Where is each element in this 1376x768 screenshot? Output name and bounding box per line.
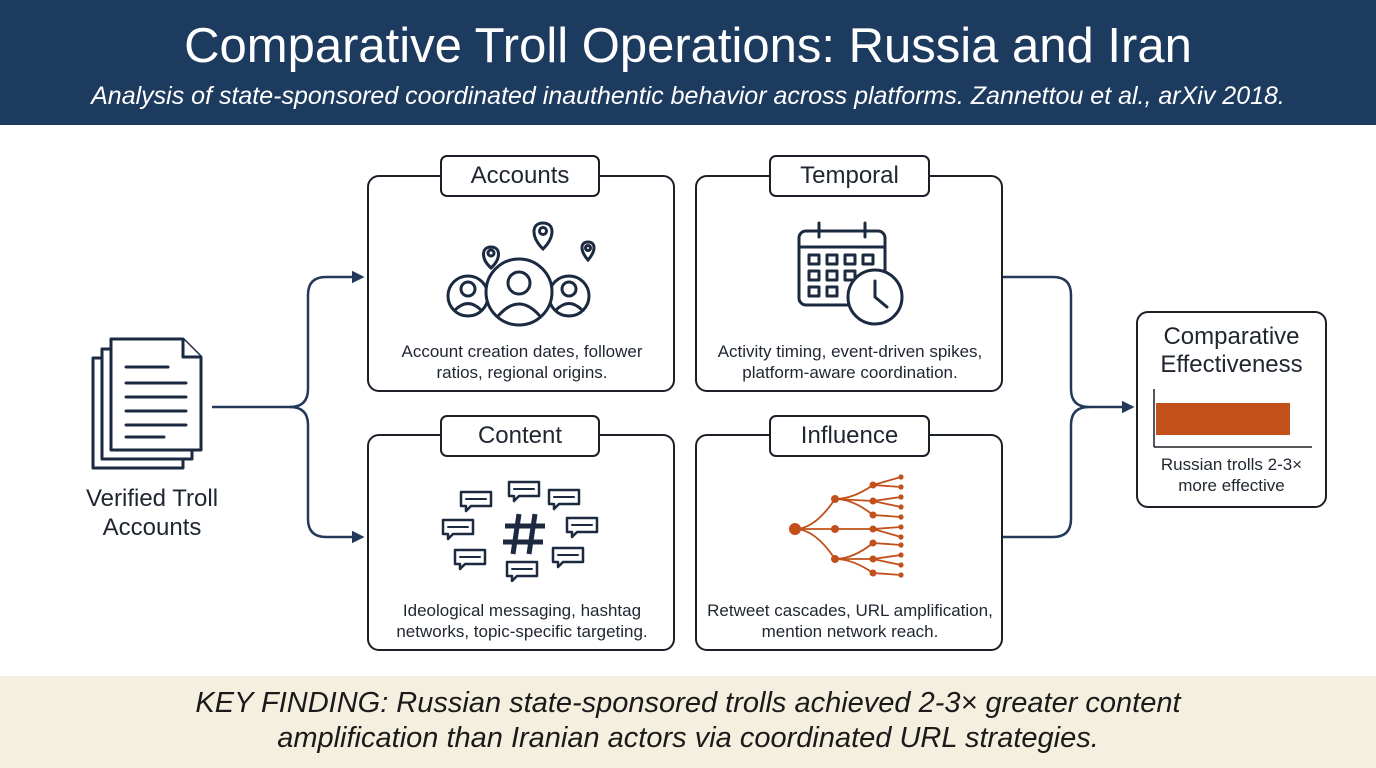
panel-title-accounts: Accounts bbox=[440, 155, 600, 197]
panel-title-influence: Influence bbox=[769, 415, 930, 457]
page-title: Comparative Troll Operations: Russia and… bbox=[184, 19, 1192, 73]
temporal-description: Activity timing, event-driven spikes, pl… bbox=[707, 341, 993, 383]
key-finding-banner bbox=[0, 676, 1376, 768]
panel-content: Ideological messaging, hashtag networks,… bbox=[367, 434, 675, 651]
key-finding-text: KEY FINDING: Russian state-sponsored tro… bbox=[150, 686, 1226, 756]
outcome-title-line2: Effectiveness bbox=[1160, 351, 1303, 378]
panel-temporal: Activity timing, event-driven spikes, pl… bbox=[695, 175, 1003, 392]
panel-title-temporal: Temporal bbox=[769, 155, 930, 197]
content-desc-line1: Ideological messaging, hashtag bbox=[402, 601, 642, 620]
accounts-description: Account creation dates, follower ratios,… bbox=[379, 341, 665, 383]
connector-from-influence bbox=[1003, 405, 1090, 539]
arrow-to-content bbox=[289, 405, 365, 544]
source-label: Verified Troll Accounts bbox=[62, 484, 242, 542]
temporal-desc-line1: Activity timing, event-driven spikes, bbox=[717, 342, 983, 361]
content-desc-line2: networks, topic-specific targeting. bbox=[396, 622, 648, 641]
panel-accounts: Account creation dates, follower ratios,… bbox=[367, 175, 675, 392]
outcome-title: Comparative Effectiveness bbox=[1146, 323, 1317, 379]
calendar-clock-icon bbox=[795, 217, 907, 334]
outcome-title-line1: Comparative bbox=[1163, 323, 1300, 350]
outcome-caption: Russian trolls 2-3× more effective bbox=[1146, 454, 1317, 496]
source-label-line1: Verified Troll bbox=[85, 485, 219, 512]
content-description: Ideological messaging, hashtag networks,… bbox=[379, 600, 665, 642]
connector-from-temporal bbox=[1003, 275, 1090, 409]
cascade-tree-icon bbox=[787, 471, 911, 586]
page-subtitle: Analysis of state-sponsored coordinated … bbox=[91, 82, 1285, 110]
effectiveness-bar bbox=[1156, 403, 1290, 435]
influence-desc-line1: Retweet cascades, URL amplification, bbox=[707, 601, 993, 620]
user-group-location-icon bbox=[443, 219, 603, 334]
header-banner: Comparative Troll Operations: Russia and… bbox=[0, 0, 1376, 125]
outcome-box: Comparative Effectiveness Russian trolls… bbox=[1136, 311, 1327, 508]
key-finding-line2: amplification than Iranian actors via co… bbox=[277, 722, 1099, 754]
accounts-desc-line1: Account creation dates, follower bbox=[401, 342, 643, 361]
source-label-line2: Accounts bbox=[102, 514, 202, 541]
document-stack-icon bbox=[88, 333, 206, 478]
key-finding-line1: KEY FINDING: Russian state-sponsored tro… bbox=[195, 687, 1181, 719]
accounts-desc-line2: ratios, regional origins. bbox=[436, 363, 608, 382]
panel-influence: Retweet cascades, URL amplification, men… bbox=[695, 434, 1003, 651]
influence-desc-line2: mention network reach. bbox=[761, 622, 939, 641]
hashtag-messages-icon bbox=[441, 478, 605, 587]
temporal-desc-line2: platform-aware coordination. bbox=[742, 363, 958, 382]
outcome-caption-line2: more effective bbox=[1178, 476, 1285, 495]
arrow-to-accounts bbox=[289, 270, 365, 409]
panel-title-content: Content bbox=[440, 415, 600, 457]
outcome-caption-line1: Russian trolls 2-3× bbox=[1160, 455, 1303, 474]
influence-description: Retweet cascades, URL amplification, men… bbox=[707, 600, 993, 642]
effectiveness-bar-chart bbox=[1153, 389, 1312, 448]
